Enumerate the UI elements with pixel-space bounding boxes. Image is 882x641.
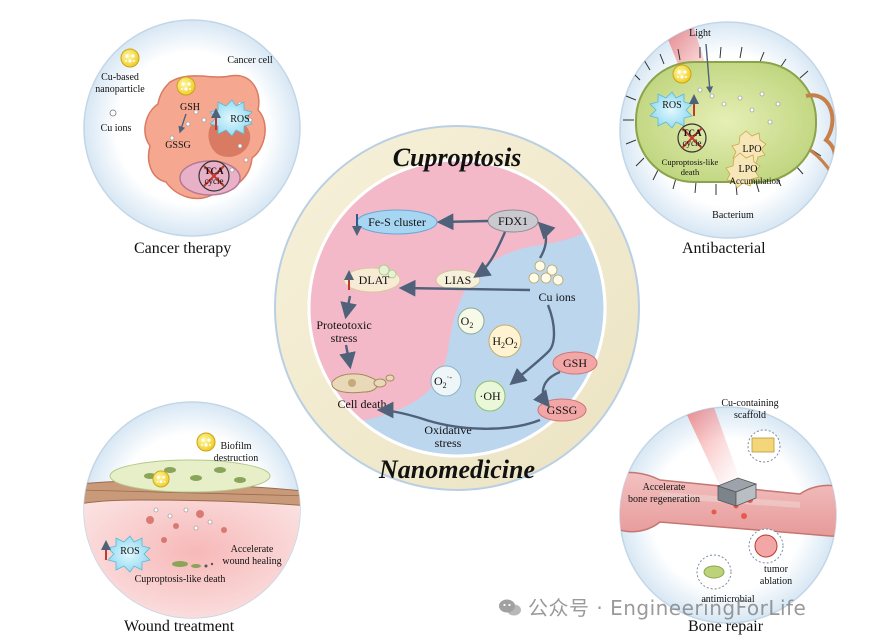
- svg-text:LIAS: LIAS: [445, 273, 472, 287]
- biofilm-label-1: Biofilm: [220, 441, 251, 452]
- caption-antibacterial: Antibacterial: [682, 240, 766, 257]
- watermark-text: 公众号 · EngineeringForLife: [528, 596, 807, 620]
- light-label: Light: [689, 28, 711, 39]
- caption-bone-repair: Bone repair: [688, 618, 764, 635]
- cross-icon: [681, 127, 703, 149]
- antimicrobial-label: antimicrobial: [701, 594, 755, 605]
- scaffold-label-1: Cu-containing: [721, 398, 778, 409]
- tca-label: TCA: [204, 166, 224, 176]
- pili: [623, 46, 822, 196]
- svg-text:O2·-: O2·-: [434, 373, 452, 390]
- wechat-icon: [499, 599, 521, 616]
- fdx1-node: FDX1: [487, 209, 539, 233]
- antibacterial-panel: Light ROS TCA cycle Cuproptosis-like dea…: [619, 21, 837, 239]
- nanoparticle-icon: [152, 470, 170, 488]
- proteotoxic-stress-label: stress: [331, 331, 358, 345]
- lias-node: LIAS: [435, 269, 481, 291]
- bone-shape: [620, 471, 836, 537]
- nanoparticle-icon: [196, 432, 216, 452]
- tumor-label-1: tumor: [764, 564, 789, 575]
- svg-text:DLAT: DLAT: [359, 273, 390, 287]
- bone-panel: Cu-containing scaffold Accelerate bone r…: [619, 398, 837, 624]
- cu-ion-icon: [109, 109, 117, 117]
- superoxide-node: O2·-: [430, 365, 462, 397]
- accelerate-label-2: wound healing: [222, 556, 281, 567]
- svg-text:H2O2: H2O2: [492, 334, 517, 350]
- svg-text:·OH: ·OH: [479, 389, 501, 403]
- svg-text:GSH: GSH: [563, 356, 587, 370]
- scaffold-label-2: scaffold: [734, 410, 766, 421]
- cu-np-label-1: Cu-based: [101, 72, 139, 83]
- svg-text:Fe-S cluster: Fe-S cluster: [368, 215, 426, 229]
- accumulation-label: Accumulation: [730, 176, 781, 186]
- ros-label: ROS: [662, 100, 681, 111]
- ros-label: ROS: [230, 114, 249, 125]
- svg-text:LPO: LPO: [743, 144, 762, 155]
- wound-panel: Biofilm destruction Accelerate wound hea…: [83, 401, 301, 619]
- nanoparticle-icon: [672, 64, 692, 84]
- svg-text:GSSG: GSSG: [547, 403, 578, 417]
- cu-ions-cluster: Cu ions: [528, 260, 576, 304]
- scaffold-block-icon: [716, 477, 758, 507]
- oxidative-stress-label: stress: [435, 436, 462, 450]
- death-label: death: [681, 167, 700, 177]
- center-panel: Cuproptosis Nanomedicine Fe-S cluster FD…: [274, 125, 640, 491]
- bacterium-shape: [635, 61, 817, 183]
- fe-s-cluster-node: Fe-S cluster: [352, 209, 438, 236]
- cancer-cell-label: Cancer cell: [227, 55, 272, 66]
- cancer-panel: Cu-based nanoparticle Cu ions Cancer cel…: [83, 19, 301, 237]
- biofilm-shape: [109, 459, 271, 493]
- nanoparticle-icon: [176, 76, 196, 96]
- caption-wound-treatment: Wound treatment: [124, 618, 235, 635]
- ros-label: ROS: [120, 546, 139, 557]
- h2o2-node: H2O2: [488, 324, 522, 358]
- caption-cancer-therapy: Cancer therapy: [134, 240, 232, 257]
- svg-text:O2: O2: [461, 314, 474, 330]
- lpo-badge: LPO: [725, 152, 761, 189]
- ros-burst-icon: [107, 535, 151, 573]
- accelerate-label-1: Accelerate: [231, 544, 274, 555]
- proteotoxic-label: Proteotoxic: [316, 318, 371, 332]
- cu-ions-label: Cu ions: [101, 123, 132, 134]
- bacterium-label: Bacterium: [712, 210, 754, 221]
- bone-accelerate-label-1: Accelerate: [643, 482, 686, 493]
- gsh-node: GSH: [552, 351, 598, 375]
- o2-node: O2: [457, 307, 485, 335]
- bacteria-debris-icon: [172, 561, 214, 568]
- cycle-label: cycle: [683, 138, 702, 148]
- dlat-node: DLAT: [343, 264, 401, 293]
- tca-label: TCA: [682, 128, 702, 138]
- light-beam: [680, 407, 740, 486]
- cu-ions-label: Cu ions: [538, 290, 575, 304]
- ros-burst-icon: [649, 91, 693, 129]
- bone-accelerate-label-2: bone regeneration: [628, 494, 700, 505]
- hydroxyl-node: ·OH: [474, 380, 506, 412]
- watermark: 公众号 · EngineeringForLife: [498, 592, 806, 621]
- svg-text:FDX1: FDX1: [498, 214, 528, 228]
- cu-np-label-2: nanoparticle: [95, 84, 145, 95]
- biofilm-label-2: destruction: [214, 453, 258, 464]
- title-cuproptosis: Cuproptosis: [393, 143, 522, 172]
- gssg-label: GSSG: [165, 140, 191, 151]
- cuproptosis-like-label: Cuproptosis-like: [662, 157, 719, 167]
- center-arrows: [339, 213, 561, 430]
- cuproptosis-like-death-label: Cuproptosis-like death: [135, 574, 226, 585]
- cross-icon: [203, 165, 225, 187]
- cell-death-label: Cell death: [338, 397, 387, 411]
- tumor-label-2: ablation: [760, 576, 792, 587]
- gsh-label: GSH: [180, 102, 200, 113]
- nanoparticle-icon: [120, 48, 140, 68]
- title-nanomedicine: Nanomedicine: [378, 455, 535, 484]
- dead-cell-icon: [331, 373, 395, 394]
- cycle-label: cycle: [205, 176, 224, 186]
- svg-text:LPO: LPO: [739, 164, 758, 175]
